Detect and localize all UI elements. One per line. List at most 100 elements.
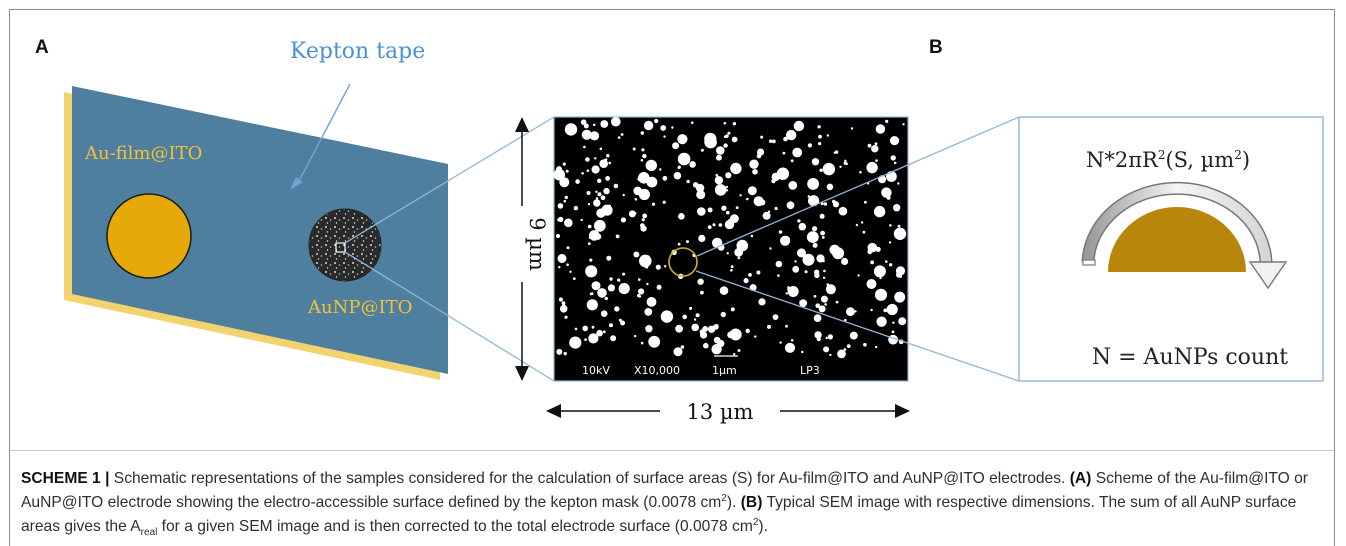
sem-particle xyxy=(591,165,600,174)
aunp-label: AuNP@ITO xyxy=(307,297,412,318)
sem-particle xyxy=(716,324,719,327)
sem-particle xyxy=(593,199,601,207)
sem-particle xyxy=(597,178,602,183)
sem-particle xyxy=(608,204,611,208)
sem-particle xyxy=(870,308,873,312)
sem-particle xyxy=(822,162,836,176)
sem-particle xyxy=(564,123,578,136)
zoom-line-top xyxy=(344,116,555,244)
sem-particle xyxy=(660,125,667,131)
sem-particle xyxy=(569,336,582,349)
sem-particle xyxy=(613,183,619,189)
sem-particle xyxy=(732,122,737,126)
caption-sup-1: 2 xyxy=(721,492,727,504)
sem-particle xyxy=(595,197,599,200)
caption-tag-a: (A) xyxy=(1069,470,1092,487)
sem-particle xyxy=(654,118,659,124)
sem-particle xyxy=(807,195,810,198)
sem-particle xyxy=(648,335,661,348)
sem-particle xyxy=(671,126,674,129)
sem-particle xyxy=(786,129,797,141)
sem-particle xyxy=(896,228,899,232)
sem-particle xyxy=(820,230,825,236)
sem-particle xyxy=(719,286,729,295)
sem-particle xyxy=(644,308,653,316)
sem-particle xyxy=(707,225,712,230)
sem-particle xyxy=(723,135,727,138)
sem-particle xyxy=(599,159,608,168)
sem-particle xyxy=(823,346,830,353)
sem-particle xyxy=(600,195,606,201)
sem-particle xyxy=(753,196,764,207)
sem-particle xyxy=(837,349,846,359)
highlight-circle xyxy=(668,247,698,277)
sem-particle xyxy=(807,178,819,190)
sem-particle xyxy=(733,353,736,356)
sem-particle xyxy=(774,206,778,211)
sem-particle xyxy=(748,273,752,277)
sem-particle xyxy=(819,213,825,219)
sem-particle xyxy=(622,193,625,197)
sem-particle xyxy=(697,207,706,216)
sem-particle xyxy=(714,176,724,185)
sem-particle xyxy=(875,159,878,162)
sem-particle xyxy=(813,314,822,322)
sem-particle xyxy=(646,176,658,188)
height-dimension: 9 µm xyxy=(510,117,549,381)
sem-particle xyxy=(889,263,893,267)
sem-particle xyxy=(607,284,616,292)
caption-text-5: for a given SEM image and is then correc… xyxy=(161,518,753,535)
sem-particle xyxy=(867,242,878,253)
sem-particle xyxy=(564,195,568,200)
sem-particle xyxy=(633,251,640,258)
sem-particle xyxy=(640,131,644,135)
sem-particle xyxy=(686,179,690,184)
sem-particle xyxy=(799,299,808,308)
sem-particle xyxy=(875,124,886,134)
sem-particle xyxy=(691,323,699,332)
sem-particle xyxy=(825,336,828,340)
sem-particle xyxy=(801,350,804,354)
sem-particle xyxy=(632,147,636,151)
sem-particle xyxy=(754,335,757,338)
sem-particle xyxy=(814,272,820,279)
sem-particle xyxy=(592,123,596,127)
sem-particle xyxy=(893,227,907,240)
sem-particles xyxy=(553,116,907,359)
sem-particle xyxy=(565,169,569,173)
sem-mag: X10,000 xyxy=(634,364,680,377)
sem-particle xyxy=(873,205,886,218)
sem-particle xyxy=(553,168,565,181)
sem-particle xyxy=(559,305,568,313)
sem-particle xyxy=(780,235,791,246)
sem-particle xyxy=(794,260,797,263)
sem-particle xyxy=(662,175,668,181)
sem-particle xyxy=(876,316,887,327)
sem-particle xyxy=(659,168,662,171)
sem-particle xyxy=(864,200,867,204)
sem-particle xyxy=(605,176,610,181)
sem-particle xyxy=(611,116,621,127)
sem-particle xyxy=(617,278,621,282)
nanoparticle-dome xyxy=(1108,207,1246,272)
caption-box: SCHEME 1 | Schematic representations of … xyxy=(9,450,1335,546)
sem-particle xyxy=(580,218,583,222)
sem-particle xyxy=(634,198,638,201)
sem-particle xyxy=(894,291,906,303)
sem-particle xyxy=(808,195,820,207)
sem-particle xyxy=(673,171,682,180)
sem-particle xyxy=(692,182,699,188)
sem-particle xyxy=(844,318,847,322)
sem-particle xyxy=(850,127,854,130)
sem-particle xyxy=(614,306,620,312)
sem-particle xyxy=(826,183,834,191)
sem-image: 10kV X10,000 1µm LP3 xyxy=(553,116,909,382)
sem-particle xyxy=(561,301,566,306)
sem-particle xyxy=(604,296,608,301)
sem-particle xyxy=(889,224,892,227)
sem-particle xyxy=(641,218,645,222)
sem-particle xyxy=(718,223,723,227)
electrode-slide xyxy=(64,86,448,380)
sem-particle xyxy=(559,177,570,188)
sem-particle xyxy=(682,314,687,320)
